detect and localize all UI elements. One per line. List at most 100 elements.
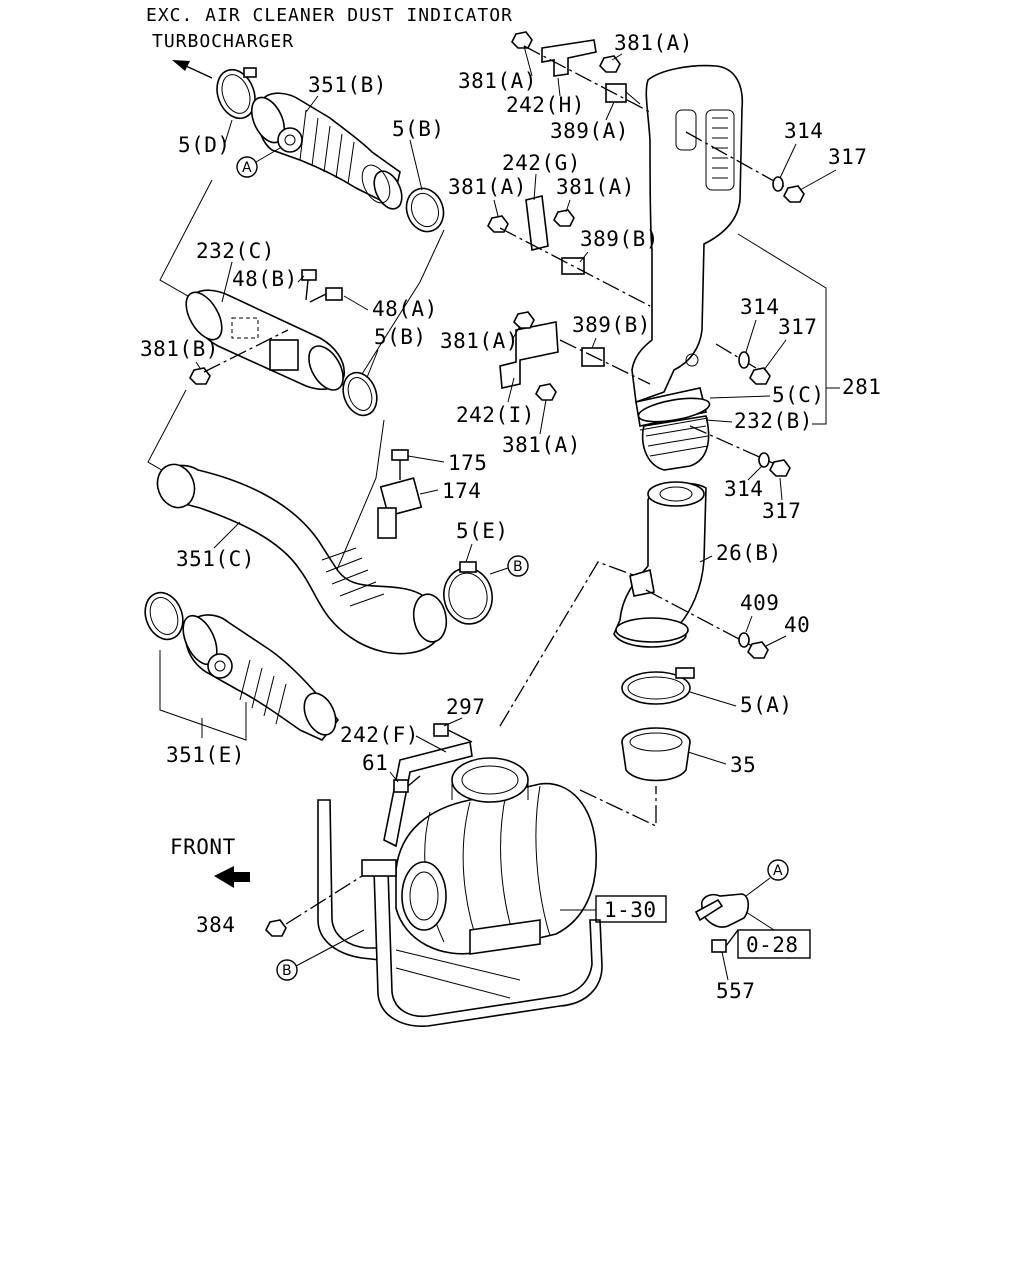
washer-314-2: [738, 351, 750, 369]
clamp-351e: [144, 591, 184, 641]
label-5c: 5(C): [772, 383, 825, 407]
label-351c: 351(C): [176, 547, 255, 571]
label-242g: 242(G): [502, 151, 581, 175]
label-5d: 5(D): [178, 133, 231, 157]
nut-317-2: [749, 367, 771, 385]
label-281: 281: [842, 375, 881, 399]
nut-40: [747, 641, 769, 659]
adapter-35: [621, 727, 691, 782]
label-232b: 232(B): [734, 409, 813, 433]
screw-175: [391, 449, 409, 480]
bolt-61: [393, 775, 421, 793]
washer-314-1: [772, 176, 784, 192]
nut-384: [265, 919, 287, 937]
elbow-26b: [613, 481, 707, 648]
mounting-bracket-frame: [317, 741, 603, 1027]
label-381a-3: 381(A): [448, 175, 527, 199]
front-arrow-icon: [214, 866, 250, 888]
nut-381a-3: [487, 215, 509, 233]
mount-389b-2: [581, 347, 605, 367]
nut-381a-5: [513, 311, 535, 329]
label-297: 297: [446, 695, 485, 719]
sensor-174: [377, 477, 423, 539]
label-317-2: 317: [778, 315, 817, 339]
label-5a: 5(A): [740, 693, 793, 717]
label-317-1: 317: [828, 145, 867, 169]
clamp-5e: [443, 561, 493, 625]
nut-381b: [189, 361, 211, 385]
svg-text:A: A: [242, 160, 252, 176]
label-314-1: 314: [784, 119, 823, 143]
label-35: 35: [730, 753, 756, 777]
clamp-5b-top: [405, 187, 445, 233]
callout-b-top: B: [489, 555, 529, 577]
label-175: 175: [448, 451, 487, 475]
label-389a: 389(A): [550, 119, 629, 143]
label-351e: 351(E): [166, 743, 245, 767]
clamp-5c: [637, 397, 711, 423]
washer-409: [738, 632, 750, 648]
label-381b: 381(B): [140, 337, 219, 361]
label-40: 40: [784, 613, 810, 637]
label-26b: 26(B): [716, 541, 782, 565]
nut-381a-6: [535, 383, 557, 401]
label-381a-1: 381(A): [614, 31, 693, 55]
clamp-5a: [621, 667, 695, 705]
bolt-297: [433, 723, 473, 743]
bracket-242i: [499, 321, 559, 389]
callout-b-bottom: B: [276, 929, 365, 981]
label-48a: 48(A): [372, 297, 438, 321]
fitting-detail-a: [694, 893, 750, 928]
ref-box-1-30[interactable]: 1-30: [560, 895, 667, 923]
bracket-242h: [541, 39, 597, 77]
svg-text:0-28: 0-28: [746, 933, 799, 957]
nut-381a-2: [599, 55, 621, 73]
label-242f: 242(F): [340, 723, 419, 747]
label-381a-5: 381(A): [440, 329, 519, 353]
label-242i: 242(I): [456, 403, 535, 427]
ref-box-0-28[interactable]: 0-28: [737, 911, 811, 959]
air-cleaner-housing: [395, 757, 597, 955]
air-flow-body-232c: [185, 289, 345, 391]
nut-317-3: [769, 459, 791, 477]
label-317-3: 317: [762, 499, 801, 523]
header-line-1: EXC. AIR CLEANER DUST INDICATOR: [146, 5, 513, 26]
label-409: 409: [740, 591, 779, 615]
mount-389a: [605, 83, 641, 105]
callout-a-bottom: A: [745, 859, 789, 897]
washer-314-3: [758, 452, 770, 468]
label-381a-6: 381(A): [502, 433, 581, 457]
label-5b-top: 5(B): [392, 117, 445, 141]
label-381a-2: 381(A): [458, 69, 537, 93]
label-314-2: 314: [740, 295, 779, 319]
intake-duct-351b: [250, 92, 403, 210]
label-389b-2: 389(B): [572, 313, 651, 337]
label-61: 61: [362, 751, 388, 775]
label-384: 384: [196, 913, 235, 937]
bolt-48a: [309, 287, 343, 303]
label-5b-mid: 5(B): [374, 325, 427, 349]
nut-381a-4: [553, 209, 575, 227]
nut-317-1: [783, 185, 805, 203]
nut-381a-1: [511, 31, 533, 49]
label-314-3: 314: [724, 477, 763, 501]
hose-232b: [639, 417, 709, 431]
intake-duct-351e: [182, 614, 340, 741]
label-381a-4: 381(A): [556, 175, 635, 199]
front-direction: FRONT: [170, 835, 250, 888]
turbocharger-direction-arrow-icon: [172, 60, 213, 79]
clamp-5d: [216, 67, 257, 120]
label-351b: 351(B): [308, 73, 387, 97]
clamp-5b-mid: [342, 371, 378, 417]
label-174: 174: [442, 479, 481, 503]
callout-a-top: A: [236, 147, 281, 178]
hose-351c: [156, 463, 448, 655]
label-242h: 242(H): [506, 93, 585, 117]
bracket-242g: [525, 195, 549, 251]
label-389b-1: 389(B): [580, 227, 659, 251]
svg-text:A: A: [773, 863, 783, 879]
header-line-2: TURBOCHARGER: [152, 31, 294, 52]
label-232c: 232(C): [196, 239, 275, 263]
label-5e: 5(E): [456, 519, 509, 543]
